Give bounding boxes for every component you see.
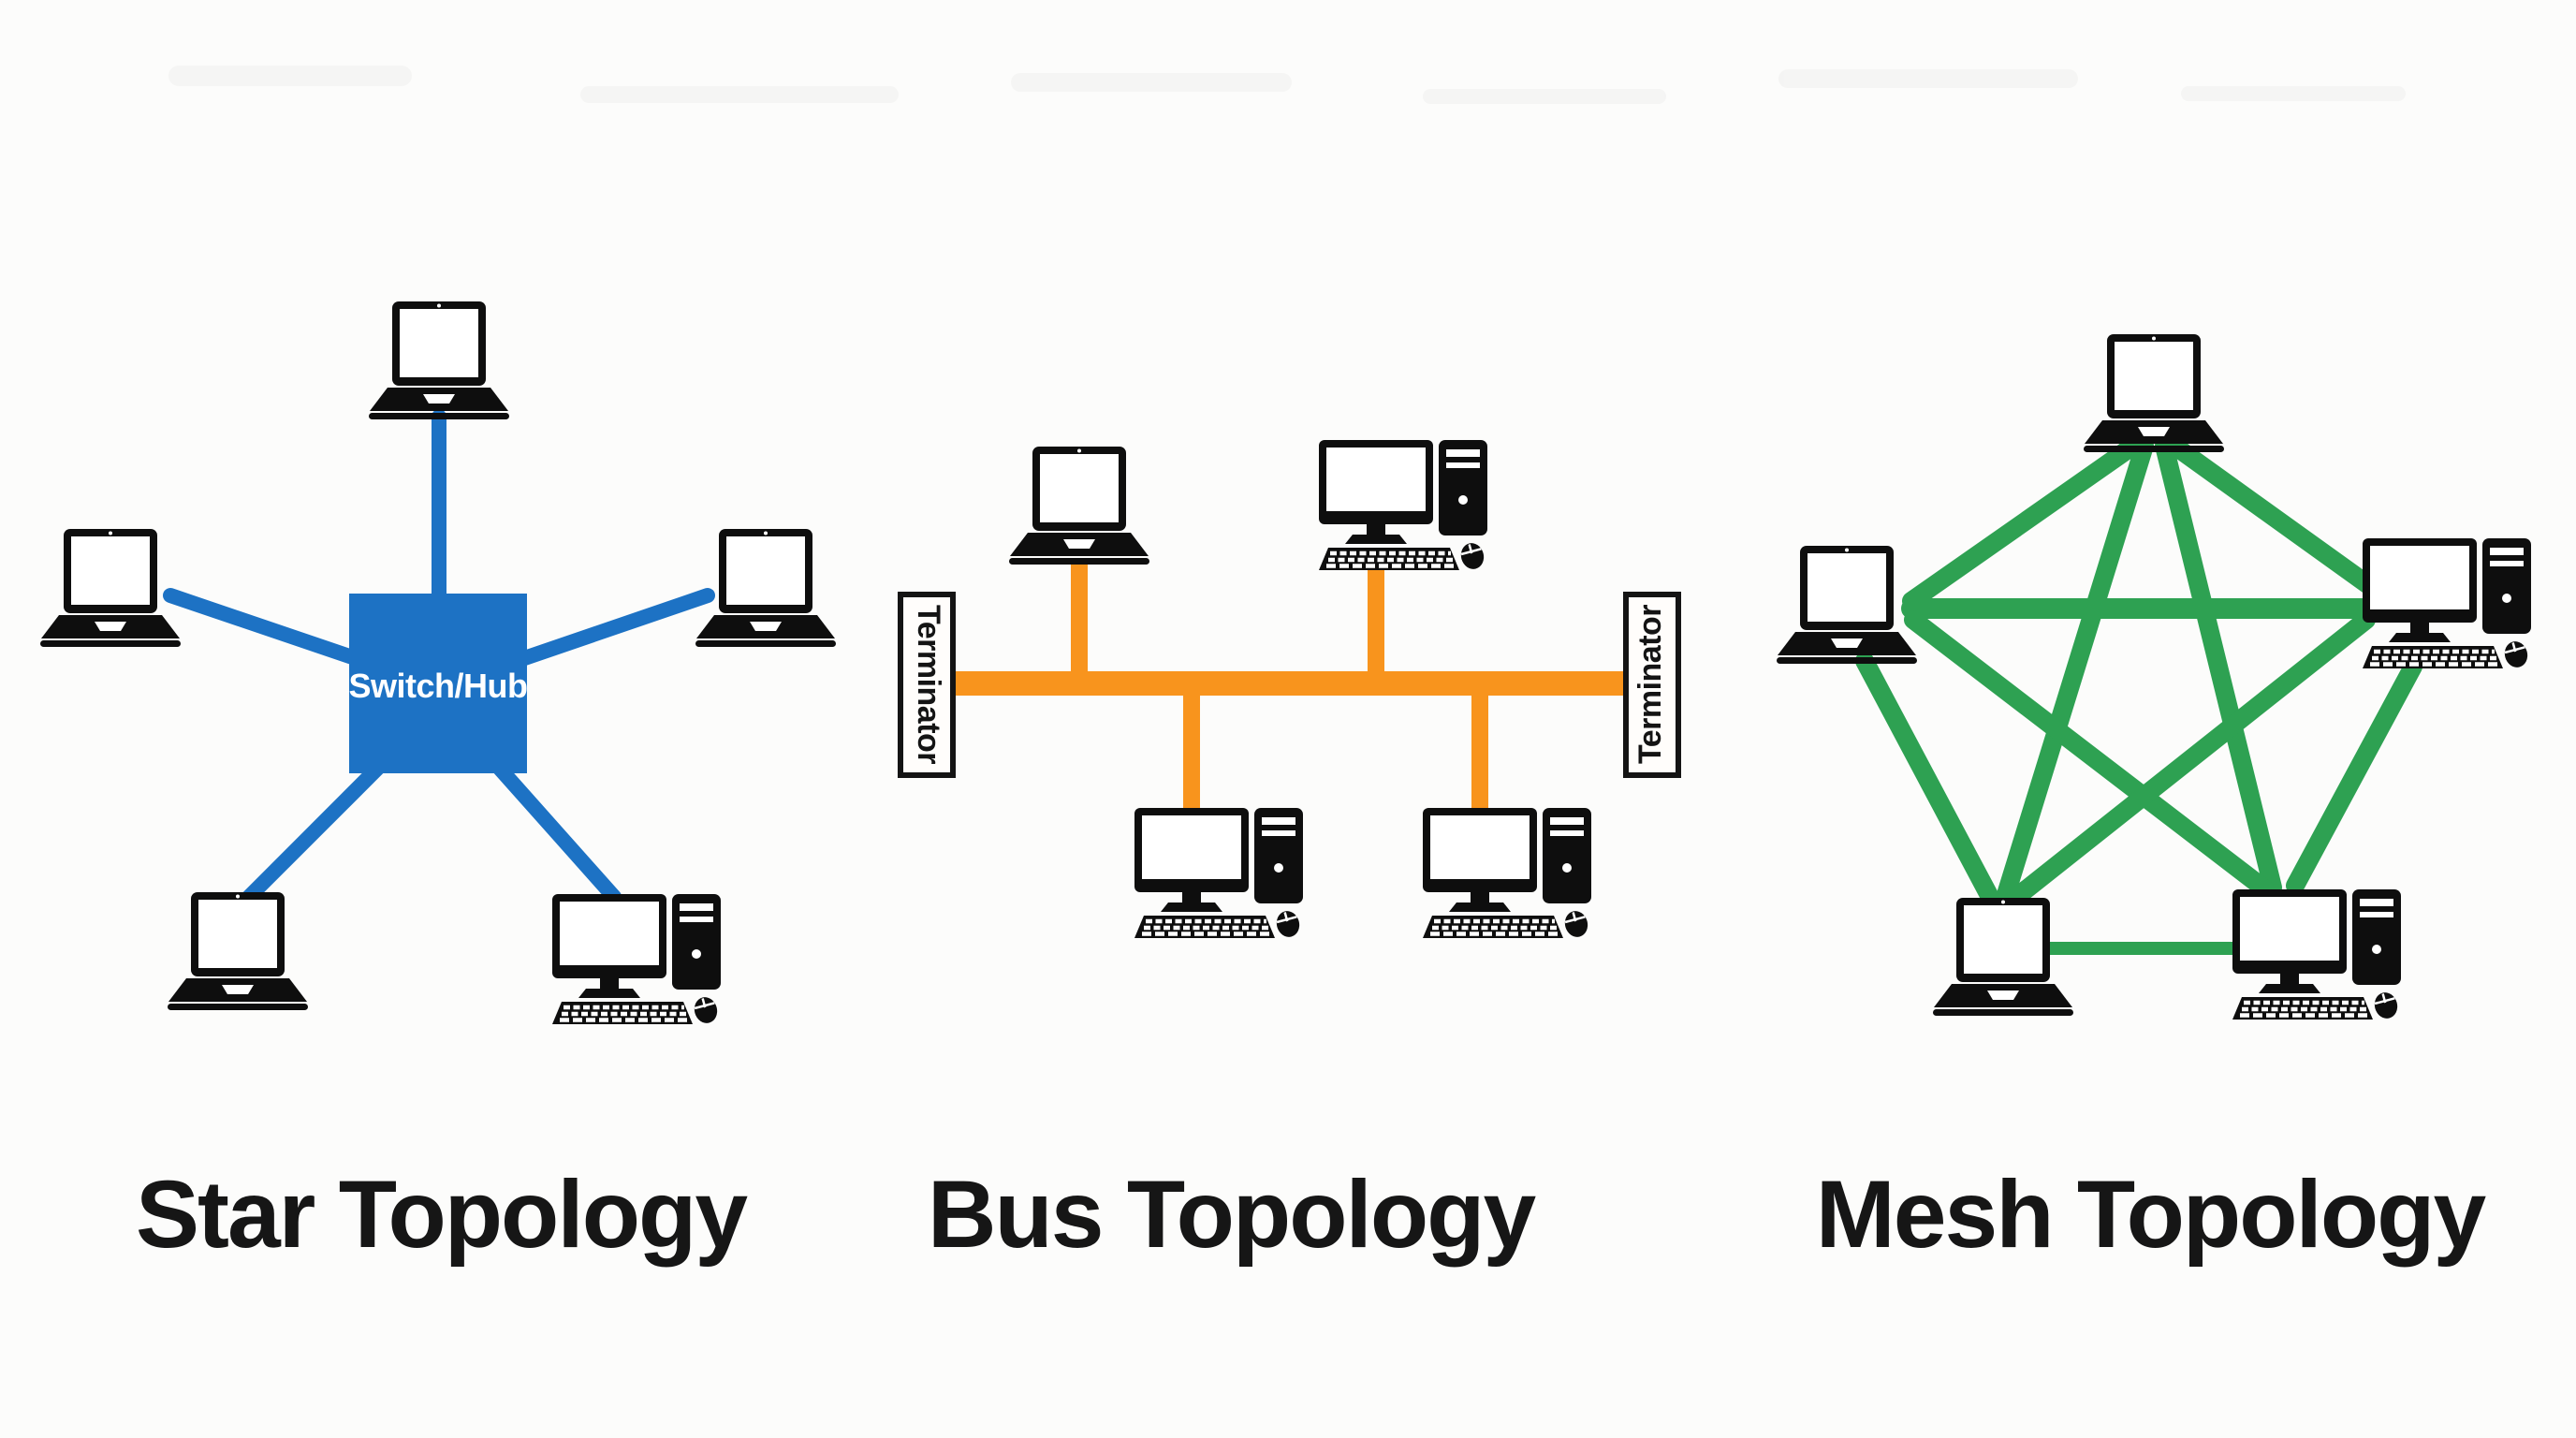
- star-link-bottom-left: [242, 753, 393, 904]
- switch-hub-box: [349, 594, 527, 773]
- bus-terminator-left: Terminator: [898, 592, 956, 778]
- bus-drop-laptop-top: [1071, 560, 1088, 687]
- mesh-link-top-bottomright: [2155, 436, 2282, 897]
- switch-hub-label: Switch/Hub: [349, 667, 528, 705]
- bus-drop-desktop-bottom-right: [1471, 680, 1488, 813]
- star-laptop-left-icon: [40, 529, 181, 647]
- bus-panel-title: Bus Topology: [928, 1161, 1537, 1268]
- mesh-link-top-bottomleft: [1995, 436, 2154, 910]
- bus-laptop-top-icon: [1009, 447, 1149, 565]
- mesh-desktop-right-icon: [2363, 538, 2531, 670]
- mesh-link-right-bottomright: [2286, 657, 2422, 895]
- star-link-bottom-right: [485, 753, 622, 904]
- bus-drop-desktop-top: [1368, 569, 1384, 687]
- star-laptop-bottom-left-icon: [168, 892, 308, 1010]
- star-panel-title: Star Topology: [136, 1161, 748, 1268]
- star-link-left: [163, 588, 382, 672]
- bus-desktop-top-icon: [1319, 440, 1487, 572]
- mesh-link-top-right: [2162, 434, 2387, 601]
- terminator-right-box: [1623, 592, 1681, 778]
- bus-terminator-right: Terminator: [1623, 592, 1681, 778]
- bus-desktop-bottom-right-icon: [1423, 808, 1591, 940]
- mesh-link-left-bottomleft: [1855, 652, 2001, 910]
- star-laptop-top-icon: [369, 301, 509, 419]
- bus-backbone: [953, 671, 1626, 696]
- terminator-left-box: [898, 592, 956, 778]
- star-laptop-right-icon: [695, 529, 836, 647]
- mesh-panel-title: Mesh Topology: [1816, 1161, 2487, 1268]
- star-panel: Switch/Hub Star Topology: [40, 301, 836, 1268]
- bus-drop-desktop-bottom-left: [1183, 680, 1200, 813]
- mesh-link-right-bottomleft: [2005, 610, 2376, 908]
- bus-panel: Terminator Terminator Bus Topology: [898, 440, 1681, 1268]
- bus-desktop-bottom-left-icon: [1134, 808, 1303, 940]
- star-link-right: [498, 588, 715, 672]
- mesh-laptop-left-icon: [1777, 546, 1917, 664]
- mesh-laptop-bottom-left-icon: [1933, 898, 2073, 1016]
- mesh-link-top-left: [1902, 434, 2145, 610]
- mesh-link-left-bottomright: [1904, 610, 2275, 899]
- mesh-panel: Mesh Topology: [1777, 334, 2531, 1268]
- star-desktop-bottom-right-icon: [552, 894, 721, 1026]
- mesh-links: [1855, 434, 2422, 955]
- mesh-desktop-bottom-right-icon: [2232, 889, 2401, 1021]
- bus-links: [953, 560, 1626, 813]
- star-links: [163, 409, 715, 904]
- terminator-left-label: Terminator: [911, 605, 946, 764]
- mesh-laptop-top-icon: [2084, 334, 2224, 452]
- scan-noise: [168, 66, 2406, 104]
- terminator-right-label: Terminator: [1632, 605, 1668, 764]
